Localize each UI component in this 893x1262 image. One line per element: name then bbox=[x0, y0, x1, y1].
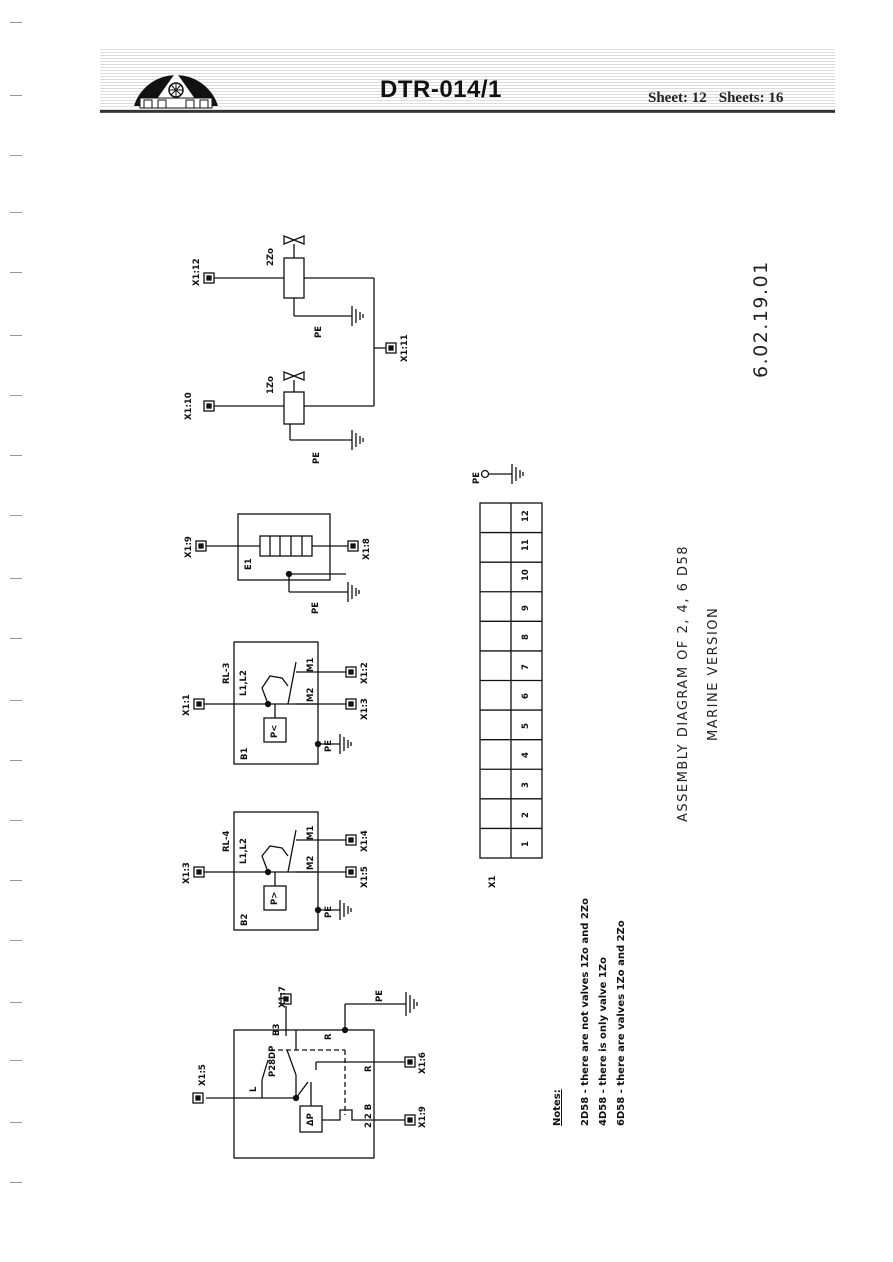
pe-label: PE bbox=[375, 989, 385, 1002]
note-item: 6D58 - there are valves 1Zo and 2Zo bbox=[616, 920, 627, 1126]
relay-terminals-label: L1,L2 bbox=[239, 670, 249, 696]
valve-label: 2Zo bbox=[266, 248, 276, 266]
pe-label: PE bbox=[472, 471, 482, 484]
terminal-label: X1:3 bbox=[182, 862, 192, 884]
terminal-number: 2 bbox=[521, 811, 531, 818]
notes-heading: Notes: bbox=[552, 1089, 563, 1126]
component-name-label: B2 bbox=[240, 913, 250, 926]
terminal-number: 3 bbox=[521, 782, 531, 789]
sheet-number: Sheet: 12 bbox=[648, 90, 707, 106]
sheet-info: Sheet: 12 Sheets: 16 bbox=[648, 90, 795, 107]
terminal-number: 11 bbox=[521, 539, 531, 552]
contact-label: M1 bbox=[306, 657, 316, 672]
terminal-label: X1:9 bbox=[184, 536, 194, 558]
pe-label: PE bbox=[312, 451, 322, 464]
document-header: DTR-014/1 Sheet: 12 Sheets: 16 bbox=[100, 46, 835, 118]
valve-label: 1Zo bbox=[266, 376, 276, 394]
company-logo bbox=[134, 72, 218, 109]
note-item: 2D58 - there are not valves 1Zo and 2Zo bbox=[580, 898, 591, 1126]
terminal-label: X1:1 bbox=[182, 694, 192, 716]
terminal-label: X1:5 bbox=[360, 866, 370, 888]
terminal-label: X1:7 bbox=[278, 986, 288, 1008]
contact-label: M2 bbox=[306, 687, 316, 702]
diagram-title: ASSEMBLY DIAGRAM OF 2, 4, 6 D58 bbox=[676, 544, 691, 822]
contact-label: L bbox=[249, 1086, 259, 1092]
drawing-code: 6.02.19.01 bbox=[750, 260, 772, 378]
terminal-number: 6 bbox=[521, 693, 531, 700]
component-name-label: B3 bbox=[272, 1023, 282, 1036]
pe-label: PE bbox=[324, 739, 334, 752]
pe-label: PE bbox=[324, 905, 334, 918]
dp-label: ΔP bbox=[306, 1113, 316, 1126]
b1-pressure-relay bbox=[193, 641, 357, 765]
component-model-label: P28DP bbox=[268, 1045, 278, 1077]
header-rule bbox=[100, 112, 835, 113]
header-band bbox=[100, 48, 835, 112]
terminal-label: X1:8 bbox=[362, 538, 372, 560]
terminal-number: 1 bbox=[521, 841, 531, 848]
b2-pressure-relay bbox=[193, 811, 357, 931]
terminal-number: 10 bbox=[521, 569, 531, 581]
terminal-label: X1:10 bbox=[184, 392, 194, 420]
valves bbox=[203, 235, 397, 450]
contact-label: M2 bbox=[306, 855, 316, 870]
terminal-strip-name: X1 bbox=[488, 875, 498, 888]
terminal-number: 5 bbox=[521, 722, 531, 729]
document-id: DTR-014/1 bbox=[380, 76, 502, 103]
diagram-subtitle: MARINE VERSION bbox=[706, 606, 721, 741]
pe-terminal bbox=[480, 464, 524, 484]
sheet-count: Sheets: 16 bbox=[718, 90, 784, 106]
terminal-number: 9 bbox=[521, 604, 531, 611]
terminal-number: 4 bbox=[521, 752, 531, 759]
terminal-label: X1:2 bbox=[360, 662, 370, 684]
terminal-label: X1:6 bbox=[418, 1052, 428, 1074]
relay-type-label: RL-4 bbox=[222, 830, 232, 852]
terminal-label: X1:4 bbox=[360, 830, 370, 852]
terminal-label: X1:9 bbox=[418, 1106, 428, 1128]
component-name-label: B1 bbox=[240, 747, 250, 760]
terminal-number: 7 bbox=[521, 663, 531, 670]
e1-heater bbox=[195, 513, 360, 602]
terminal-label: X1:3 bbox=[360, 698, 370, 720]
terminal-number: 12 bbox=[521, 509, 531, 522]
pressure-label: P< bbox=[270, 724, 280, 738]
terminal-strip-dividers bbox=[480, 531, 542, 830]
contact-label: R bbox=[324, 1033, 334, 1040]
pressure-label: P> bbox=[270, 891, 280, 905]
contact-label: R bbox=[364, 1065, 374, 1072]
pe-label: PE bbox=[314, 325, 324, 338]
terminal-label: X1:11 bbox=[400, 334, 410, 362]
pe-label: PE bbox=[311, 601, 321, 614]
contact-label: M1 bbox=[306, 825, 316, 840]
terminal-label: X1:12 bbox=[192, 258, 202, 286]
component-name-label: E1 bbox=[244, 558, 254, 570]
note-item: 4D58 - there is only valve 1Zo bbox=[598, 957, 609, 1126]
contact-label: 2 2 B bbox=[364, 1103, 374, 1128]
terminal-number: 8 bbox=[521, 634, 531, 641]
b3-pressure-switch bbox=[192, 992, 418, 1159]
relay-type-label: RL-3 bbox=[222, 662, 232, 684]
terminal-label: X1:5 bbox=[198, 1064, 208, 1086]
relay-terminals-label: L1,L2 bbox=[239, 838, 249, 864]
